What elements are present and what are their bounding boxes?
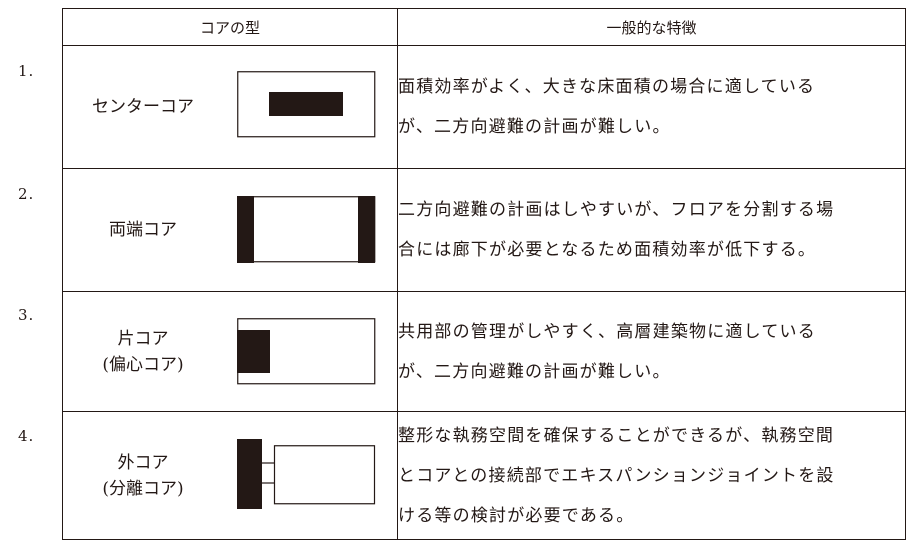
row-number-3: 3. <box>18 306 35 324</box>
table-row: 片コア (偏心コア) 共用部の管理がしやすく、高層建築物に適している が、二方向… <box>62 291 906 412</box>
core-type-cell: センターコア <box>62 45 398 169</box>
description-line: が、二方向避難の計画が難しい。 <box>398 361 671 382</box>
core-name-line: センターコア <box>92 97 194 117</box>
core-type-table: コアの型 一般的な特徴 センターコア 面積効率がよく、大きな床面積の場合に適して… <box>62 8 906 540</box>
description-line: 二方向避難の計画はしやすいが、フロアを分割する場 <box>398 200 835 220</box>
core-type-name: 外コア (分離コア) <box>63 450 223 502</box>
description-line: とコアとの接続部でエキスパンションジョイントを設 <box>398 465 835 486</box>
header-features: 一般的な特徴 <box>397 8 906 46</box>
feature-description: 面積効率がよく、大きな床面積の場合に適している が、二方向避難の計画が難しい。 <box>397 45 906 169</box>
core-name-line: (分離コア) <box>102 479 184 499</box>
description-line: ける等の検討が必要である。 <box>398 505 635 526</box>
table-header-row: コアの型 一般的な特徴 <box>62 8 906 46</box>
core-name-line: 片コア <box>117 329 169 349</box>
row-number-2: 2. <box>18 185 35 203</box>
core-name-line: 両端コア <box>109 220 177 240</box>
table-row: センターコア 面積効率がよく、大きな床面積の場合に適している が、二方向避難の計… <box>62 45 906 169</box>
header-core-type: コアの型 <box>62 8 398 46</box>
description-line: 共用部の管理がしやすく、高層建築物に適している <box>398 321 816 342</box>
one-side-core-diagram <box>237 318 376 385</box>
core-name-line: (偏心コア) <box>102 355 184 375</box>
description-line: 整形な執務空間を確保することができるが、執務空間 <box>398 425 835 446</box>
core-type-name: 片コア (偏心コア) <box>63 326 223 378</box>
external-core-diagram <box>237 439 376 509</box>
core-name-line: 外コア <box>117 453 169 473</box>
description-line: 合には廊下が必要となるため面積効率が低下する。 <box>398 240 817 260</box>
description-line: 面積効率がよく、大きな床面積の場合に適している <box>398 77 816 97</box>
core-type-cell: 片コア (偏心コア) <box>62 291 398 412</box>
core-type-cell: 外コア (分離コア) <box>62 411 398 540</box>
table-row: 両端コア 二方向避難の計画はしやすいが、フロアを分割する場 合には廊下が必要とな… <box>62 168 906 292</box>
description-line: が、二方向避難の計画が難しい。 <box>398 117 671 137</box>
feature-description: 共用部の管理がしやすく、高層建築物に適している が、二方向避難の計画が難しい。 <box>397 291 906 412</box>
center-core-diagram <box>237 71 376 138</box>
feature-description: 二方向避難の計画はしやすいが、フロアを分割する場 合には廊下が必要となるため面積… <box>397 168 906 292</box>
both-end-core-diagram <box>237 196 376 263</box>
core-type-cell: 両端コア <box>62 168 398 292</box>
core-type-name: センターコア <box>63 94 223 120</box>
core-type-name: 両端コア <box>63 217 223 243</box>
row-number-4: 4. <box>18 427 35 445</box>
row-number-1: 1. <box>18 62 35 80</box>
table-row: 外コア (分離コア) 整形な執務空間を確保することができるが、執務空間 とコアと… <box>62 411 906 540</box>
feature-description: 整形な執務空間を確保することができるが、執務空間 とコアとの接続部でエキスパンシ… <box>397 411 906 540</box>
